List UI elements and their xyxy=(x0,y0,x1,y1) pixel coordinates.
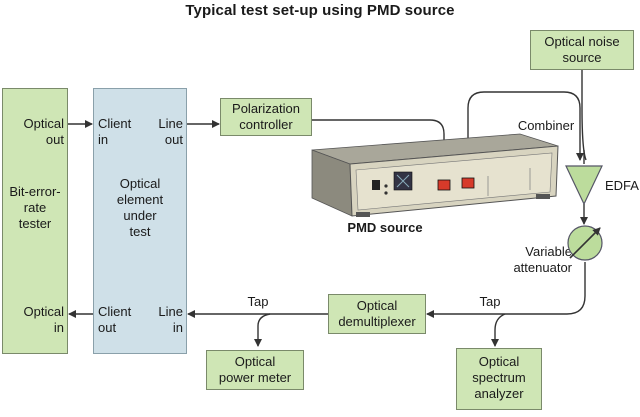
ber-optical-in-label: Optical in xyxy=(23,304,64,335)
optical-noise-source-label: Optical noise source xyxy=(544,34,620,65)
dut-name-label: Optical element under test xyxy=(116,176,164,239)
dut-line-out-label: Line out xyxy=(158,116,183,147)
tap-left-label: Tap xyxy=(247,294,269,309)
attenuator-to-demux-line xyxy=(426,262,586,318)
ber-tester-label: Bit-error- rate tester xyxy=(9,184,61,231)
combiner-label: Combiner xyxy=(517,118,575,133)
ber-optical-out-label: Optical out xyxy=(23,116,64,147)
pmd-source-label: PMD source xyxy=(347,220,423,235)
demux-box xyxy=(328,294,426,334)
dut-client-in-label: Client in xyxy=(98,116,132,147)
tap-to-spectrum-line xyxy=(491,313,506,347)
spectrum-analyzer-label: Optical spectrum analyzer xyxy=(472,354,526,401)
optical-noise-source-box xyxy=(530,30,634,70)
edfa-label: EDFA xyxy=(605,178,639,193)
noise-to-combiner-line xyxy=(581,70,587,161)
edfa-amplifier-icon xyxy=(565,165,603,206)
polarization-controller-label: Polarization controller xyxy=(232,101,300,132)
power-meter-box xyxy=(206,350,304,390)
dut-line-in-label: Line in xyxy=(158,304,183,335)
dut-client-out-label: Client out xyxy=(98,304,132,335)
pmd-source-device-icon xyxy=(311,133,559,217)
polarization-to-pmd-line xyxy=(312,119,448,183)
diagram-title: Typical test set-up using PMD source xyxy=(185,2,455,19)
spectrum-analyzer-box xyxy=(456,348,542,410)
demux-label: Optical demultiplexer xyxy=(338,298,416,329)
variable-attenuator-label: Variable attenuator xyxy=(513,244,572,275)
pmd-to-combiner-line xyxy=(467,91,584,182)
power-meter-label: Optical power meter xyxy=(218,354,292,385)
polarization-controller-box xyxy=(220,98,312,136)
tap-right-label: Tap xyxy=(479,294,501,309)
dut-box xyxy=(93,88,187,354)
ber-tester-box xyxy=(2,88,68,354)
tap-to-power-meter-line xyxy=(254,313,271,347)
